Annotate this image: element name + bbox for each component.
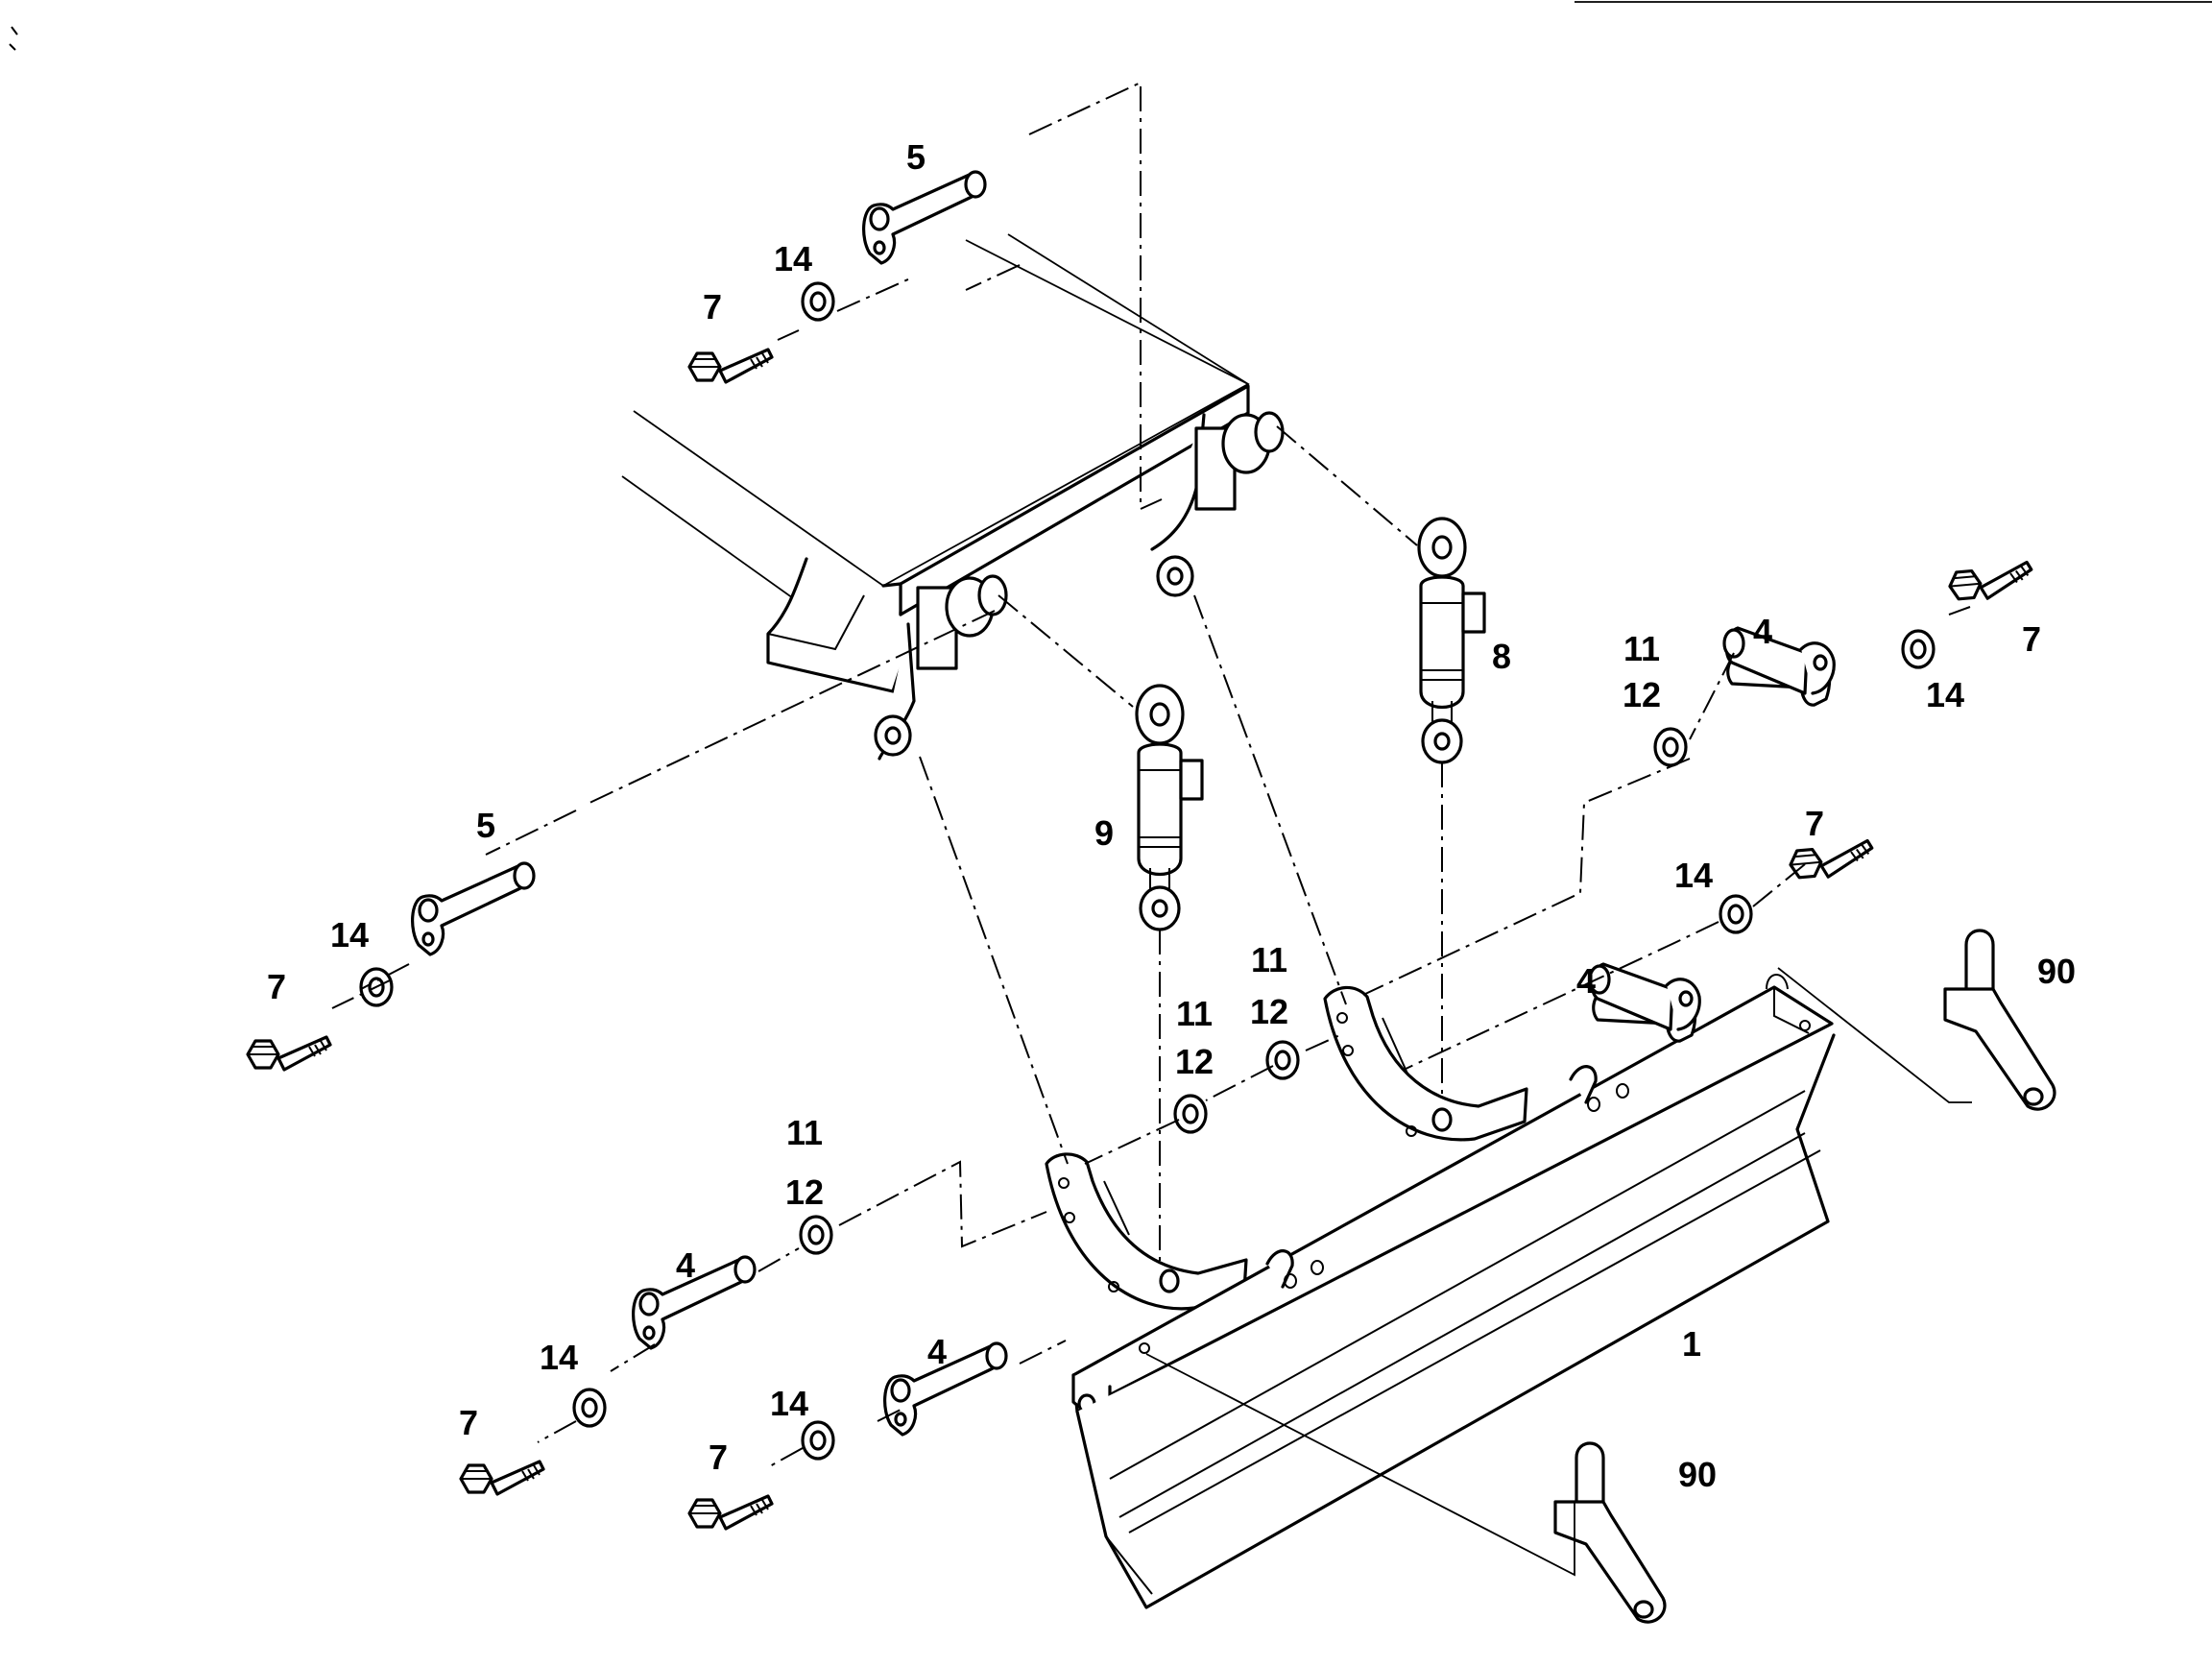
callout-pin-lock-upper: 5 xyxy=(906,137,926,177)
blade-bracket-arm-right xyxy=(1323,985,1528,1142)
bolt-right-top xyxy=(1946,560,2035,604)
callout-pin-lower-middle: 4 xyxy=(927,1332,947,1371)
washer-right-middle xyxy=(1719,894,1753,934)
assembly-center-lines xyxy=(331,81,1972,1577)
callout-cylinder-right: 8 xyxy=(1492,637,1511,676)
callout-bolt-right-middle: 7 xyxy=(1805,804,1824,843)
shim-left xyxy=(1173,1094,1208,1134)
callout-bracket-lower: 90 xyxy=(1678,1455,1717,1494)
callout-bolt-right-top: 7 xyxy=(2022,619,2041,659)
callout-washer-right-top: 14 xyxy=(1926,675,1964,714)
callout-blade: 1 xyxy=(1682,1324,1701,1364)
blade xyxy=(1071,974,1836,1609)
shim-lower-left xyxy=(799,1215,833,1255)
bolt-right-middle xyxy=(1787,838,1876,882)
hydraulic-cylinder-left xyxy=(1135,684,1204,931)
callout-bolt-upper: 7 xyxy=(703,287,722,326)
callout-washer-alt-lower-left: 12 xyxy=(785,1172,824,1212)
shim-right-top xyxy=(1653,727,1688,767)
callout-bolt-lower-middle: 7 xyxy=(709,1437,728,1477)
callout-washer-alt-left: 12 xyxy=(1175,1042,1214,1081)
tractor-frame xyxy=(621,233,1285,761)
callout-pin-lower-left: 4 xyxy=(676,1245,695,1285)
callout-pin-right-top: 4 xyxy=(1753,612,1772,651)
bolt-upper xyxy=(687,348,774,384)
callout-pin-lock-lower: 5 xyxy=(476,806,495,845)
lock-pin-lower xyxy=(410,861,536,956)
washer-upper xyxy=(801,281,835,322)
lock-pin-upper xyxy=(861,170,987,265)
shim-middle xyxy=(1265,1040,1300,1080)
scan-speck xyxy=(9,26,18,51)
blade-bracket-arm-left xyxy=(1045,1152,1248,1311)
bolt-lower-left xyxy=(459,1460,545,1496)
callout-pin-right-middle: 4 xyxy=(1576,961,1596,1001)
callout-labels: 5 14 7 5 14 7 9 8 11 12 4 7 14 7 14 4 11… xyxy=(267,137,2076,1494)
washer-lower-left xyxy=(572,1388,607,1428)
pin-middle-right xyxy=(1588,962,1701,1043)
bracket-lower xyxy=(1553,1441,1667,1624)
callout-bolt-left: 7 xyxy=(267,967,286,1006)
callout-shim-left: 11 xyxy=(1176,994,1213,1033)
callout-bolt-lower-left: 7 xyxy=(459,1403,478,1442)
callout-washer-lower-left: 14 xyxy=(540,1338,578,1377)
callout-washer-left: 14 xyxy=(330,915,369,954)
callout-washer-upper: 14 xyxy=(774,239,812,278)
washer-lower-middle xyxy=(801,1420,835,1461)
washer-right-top xyxy=(1901,629,1936,669)
callout-washer-alt-right-top: 12 xyxy=(1623,675,1661,714)
callout-shim-middle: 11 xyxy=(1251,940,1287,979)
callout-washer-lower-middle: 14 xyxy=(770,1384,808,1423)
pin-upper-right xyxy=(1722,626,1836,707)
callout-washer-alt-middle: 12 xyxy=(1250,992,1288,1031)
hydraulic-cylinder-right xyxy=(1417,517,1486,764)
bolt-lower-middle xyxy=(687,1494,774,1531)
callout-washer-right-middle: 14 xyxy=(1674,856,1713,895)
callout-shim-lower-left: 11 xyxy=(786,1113,823,1152)
callout-bracket-right: 90 xyxy=(2037,952,2076,991)
callout-cylinder-left: 9 xyxy=(1094,813,1114,853)
bolt-left xyxy=(246,1035,332,1072)
callout-shim-right-top: 11 xyxy=(1623,629,1660,668)
